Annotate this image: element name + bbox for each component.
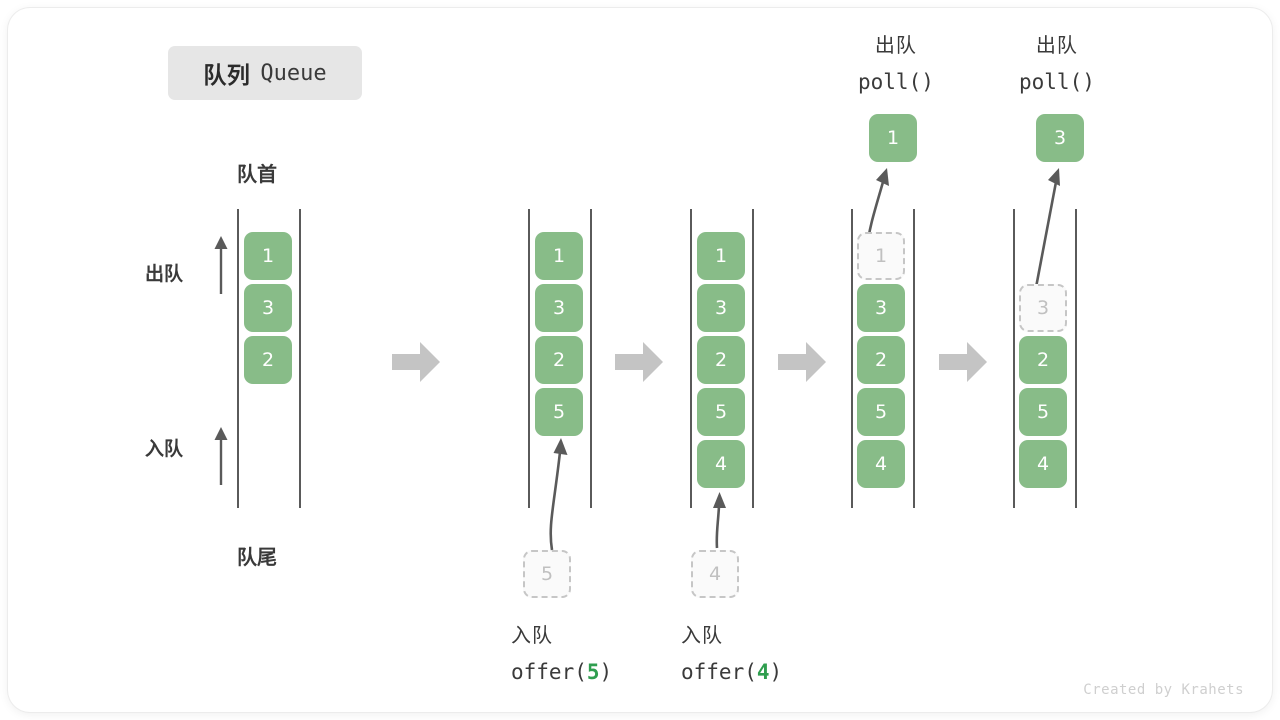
queue-rail-right-stage5 bbox=[1075, 209, 1077, 508]
enqueue-direction-label: 入队 bbox=[145, 439, 184, 460]
queue-cell: 1 bbox=[244, 232, 292, 280]
queue-cell: 5 bbox=[857, 388, 905, 436]
stage5-caption-cn: 出队 bbox=[1035, 35, 1078, 57]
queue-cell: 3 bbox=[697, 284, 745, 332]
stage4-caption-code: poll() bbox=[858, 70, 934, 94]
queue-cell: 4 bbox=[697, 440, 745, 488]
queue-cell: 3 bbox=[244, 284, 292, 332]
enqueue-arrow-icon bbox=[214, 427, 228, 485]
queue-cell: 2 bbox=[1019, 336, 1067, 384]
polled-value-cell: 3 bbox=[1036, 114, 1084, 162]
queue-cell: 5 bbox=[535, 388, 583, 436]
queue-rail-right-stage3 bbox=[752, 209, 754, 508]
transition-arrow-icon bbox=[615, 342, 663, 382]
watermark: Created by Krahets bbox=[1083, 682, 1244, 698]
queue-cell: 2 bbox=[857, 336, 905, 384]
stage5-caption-code: poll() bbox=[1019, 70, 1095, 94]
queue-cell: 2 bbox=[535, 336, 583, 384]
queue-rail-left-stage3 bbox=[690, 209, 692, 508]
queue-ghost-cell: 4 bbox=[691, 550, 739, 598]
queue-rail-right-stage4 bbox=[913, 209, 915, 508]
queue-rail-right-stage1 bbox=[299, 209, 301, 508]
queue-cell: 2 bbox=[697, 336, 745, 384]
polled-value-cell: 1 bbox=[869, 114, 917, 162]
queue-cell: 1 bbox=[535, 232, 583, 280]
queue-ghost-cell: 3 bbox=[1019, 284, 1067, 332]
transition-arrow-icon bbox=[939, 342, 987, 382]
transition-arrow-icon bbox=[392, 342, 440, 382]
queue-cell: 1 bbox=[697, 232, 745, 280]
stage2-caption-cn: 入队 bbox=[511, 625, 553, 647]
diagram-title-en: Queue bbox=[260, 60, 327, 86]
stage4-caption: 出队 poll() bbox=[858, 28, 934, 100]
queue-cell: 5 bbox=[1019, 388, 1067, 436]
stage5-caption: 出队 poll() bbox=[1019, 28, 1095, 100]
stage2-caption: 入队 offer(5) bbox=[511, 618, 612, 690]
queue-cell: 5 bbox=[697, 388, 745, 436]
stage3-caption-code: offer(4) bbox=[681, 660, 783, 684]
diagram-title-cn: 队列 bbox=[203, 62, 251, 88]
dequeue-direction-label: 出队 bbox=[145, 264, 184, 285]
queue-rail-left-stage4 bbox=[851, 209, 853, 508]
queue-ghost-cell: 1 bbox=[857, 232, 905, 280]
queue-cell: 4 bbox=[1019, 440, 1067, 488]
queue-cell: 3 bbox=[535, 284, 583, 332]
stage3-caption-cn: 入队 bbox=[681, 625, 723, 647]
queue-tail-label: 队尾 bbox=[237, 547, 277, 569]
queue-cell: 4 bbox=[857, 440, 905, 488]
stage3-caption: 入队 offer(4) bbox=[681, 618, 782, 690]
queue-rail-left-stage1 bbox=[237, 209, 239, 508]
queue-rail-right-stage2 bbox=[590, 209, 592, 508]
queue-head-label: 队首 bbox=[237, 164, 277, 186]
queue-cell: 2 bbox=[244, 336, 292, 384]
stage4-caption-cn: 出队 bbox=[874, 35, 917, 57]
queue-cell: 3 bbox=[857, 284, 905, 332]
queue-rail-left-stage5 bbox=[1013, 209, 1015, 508]
dequeue-arrow-icon bbox=[214, 236, 228, 294]
transition-arrow-icon bbox=[778, 342, 826, 382]
stage2-caption-code: offer(5) bbox=[511, 660, 613, 684]
diagram-title-chip: 队列 Queue bbox=[168, 46, 362, 100]
queue-rail-left-stage2 bbox=[528, 209, 530, 508]
queue-ghost-cell: 5 bbox=[523, 550, 571, 598]
